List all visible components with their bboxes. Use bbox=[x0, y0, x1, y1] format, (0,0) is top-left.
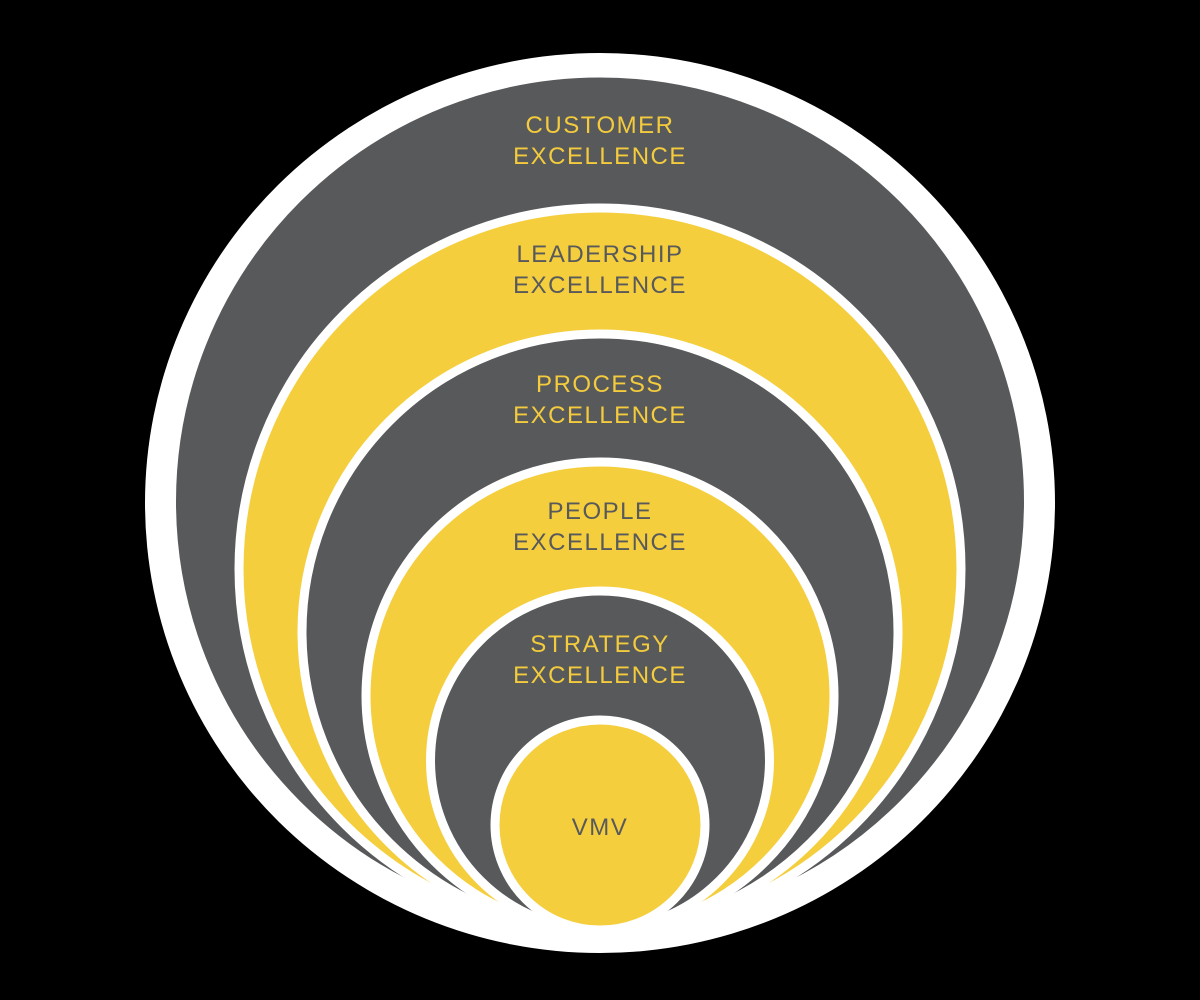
label-line: EXCELLENCE bbox=[513, 662, 687, 689]
label-line: EXCELLENCE bbox=[513, 272, 687, 299]
label-process-excellence: PROCESS EXCELLENCE bbox=[513, 369, 687, 431]
label-line: STRATEGY bbox=[530, 631, 670, 658]
label-line: EXCELLENCE bbox=[513, 402, 687, 429]
label-line: EXCELLENCE bbox=[513, 529, 687, 556]
label-line: VMV bbox=[571, 814, 629, 841]
label-leadership-excellence: LEADERSHIP EXCELLENCE bbox=[513, 239, 687, 301]
label-line: EXCELLENCE bbox=[513, 143, 687, 170]
label-customer-excellence: CUSTOMER EXCELLENCE bbox=[513, 110, 687, 172]
label-people-excellence: PEOPLE EXCELLENCE bbox=[513, 496, 687, 558]
label-vmv: VMV bbox=[572, 812, 629, 843]
label-line: CUSTOMER bbox=[525, 112, 675, 139]
ring-vmv bbox=[490, 715, 710, 935]
label-strategy-excellence: STRATEGY EXCELLENCE bbox=[513, 629, 687, 691]
label-line: LEADERSHIP bbox=[516, 241, 684, 268]
label-line: PROCESS bbox=[536, 371, 664, 398]
label-line: PEOPLE bbox=[547, 498, 653, 525]
